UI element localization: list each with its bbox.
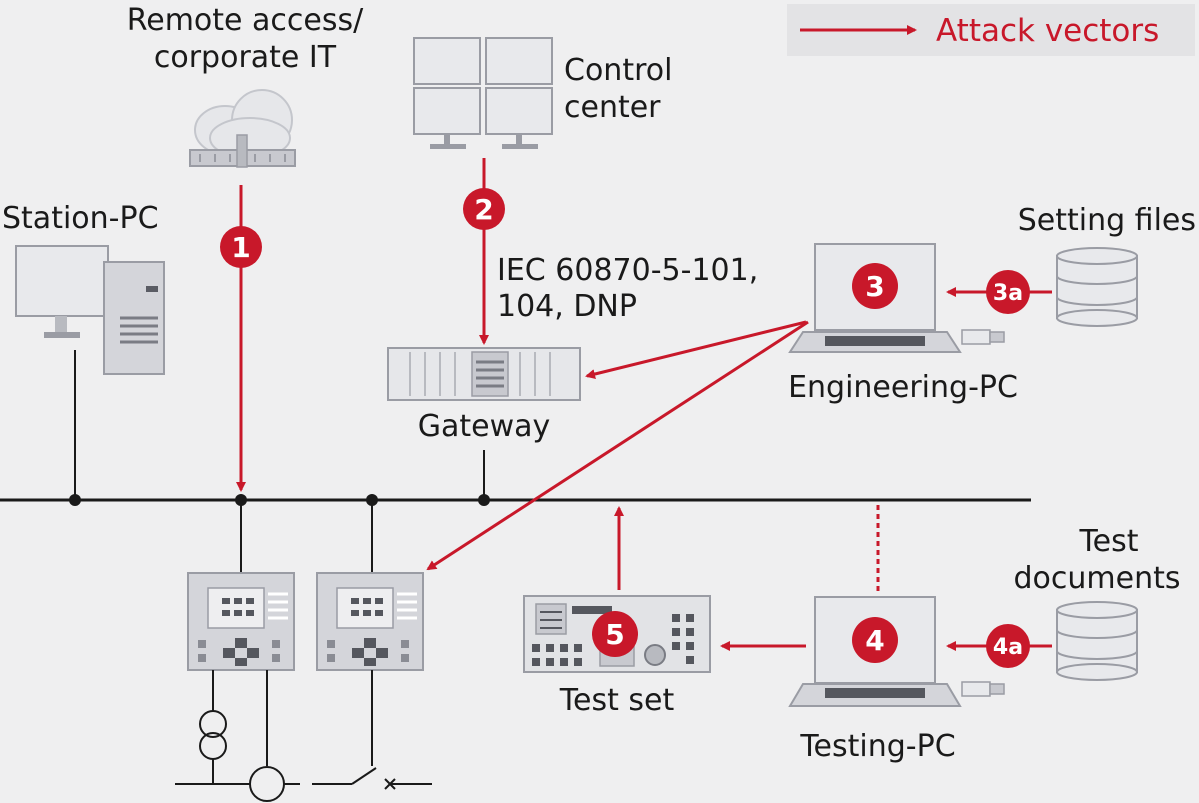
engineering-pc-laptop-icon xyxy=(788,243,1005,353)
control-center-monitors-icon xyxy=(413,37,553,149)
usb-stick-icon xyxy=(961,329,991,345)
test-set-icon xyxy=(523,595,711,673)
badge-4a-text: 4a xyxy=(993,635,1023,660)
control-center-label-line2: center xyxy=(564,90,661,125)
station-pc-icon xyxy=(15,245,165,375)
badge-4-text: 4 xyxy=(865,624,884,657)
badge-4a: 4a xyxy=(986,624,1030,668)
engineering-pc-label: Engineering-PC xyxy=(788,370,1018,405)
remote-access-label-line2: corporate IT xyxy=(154,40,337,75)
current-transformer-icon xyxy=(249,766,285,802)
protocol-label-line1: IEC 60870-5-101, xyxy=(497,253,758,288)
test-documents-label-line2: documents xyxy=(1014,561,1181,596)
gateway-icon xyxy=(387,347,581,401)
protocol-label-line2: 104, DNP xyxy=(497,289,637,324)
badge-3: 3 xyxy=(852,263,898,309)
badge-1: 1 xyxy=(220,226,262,268)
testing-pc-laptop-icon xyxy=(788,596,1005,707)
gateway-label: Gateway xyxy=(418,409,551,444)
badge-2-text: 2 xyxy=(474,193,493,226)
setting-files-label: Setting files xyxy=(1018,203,1196,238)
badge-3-text: 3 xyxy=(865,270,884,303)
setting-files-database-icon xyxy=(1056,247,1138,327)
badge-4: 4 xyxy=(852,617,898,663)
badge-1-text: 1 xyxy=(231,231,250,264)
protection-relay-1-icon xyxy=(187,572,295,671)
remote-access-label-line1: Remote access/ xyxy=(127,3,364,38)
remote-access-cloud-icon xyxy=(189,89,296,168)
attack-arrow-engineering-to-gateway xyxy=(585,320,807,379)
control-center-label-line1: Control xyxy=(564,53,672,88)
legend-label: Attack vectors xyxy=(936,13,1159,49)
badge-3a-text: 3a xyxy=(993,281,1023,306)
testing-pc-label: Testing-PC xyxy=(799,729,955,764)
badge-3a: 3a xyxy=(986,270,1030,314)
bus-connections xyxy=(69,350,490,572)
station-pc-label: Station-PC xyxy=(2,201,159,236)
protection-relay-2-icon xyxy=(316,572,424,671)
attack-arrow-engineering-to-relay xyxy=(426,320,809,571)
test-documents-database-icon xyxy=(1056,601,1138,681)
primary-equipment-icon xyxy=(175,670,432,802)
badge-2: 2 xyxy=(463,188,505,230)
voltage-transformer-icon xyxy=(199,710,227,738)
badge-5: 5 xyxy=(592,611,638,657)
badge-5-text: 5 xyxy=(605,618,624,651)
test-documents-label-line1: Test xyxy=(1078,524,1138,559)
legend: Attack vectors xyxy=(787,4,1195,56)
usb-stick-icon xyxy=(961,681,991,697)
test-set-label: Test set xyxy=(559,683,675,718)
